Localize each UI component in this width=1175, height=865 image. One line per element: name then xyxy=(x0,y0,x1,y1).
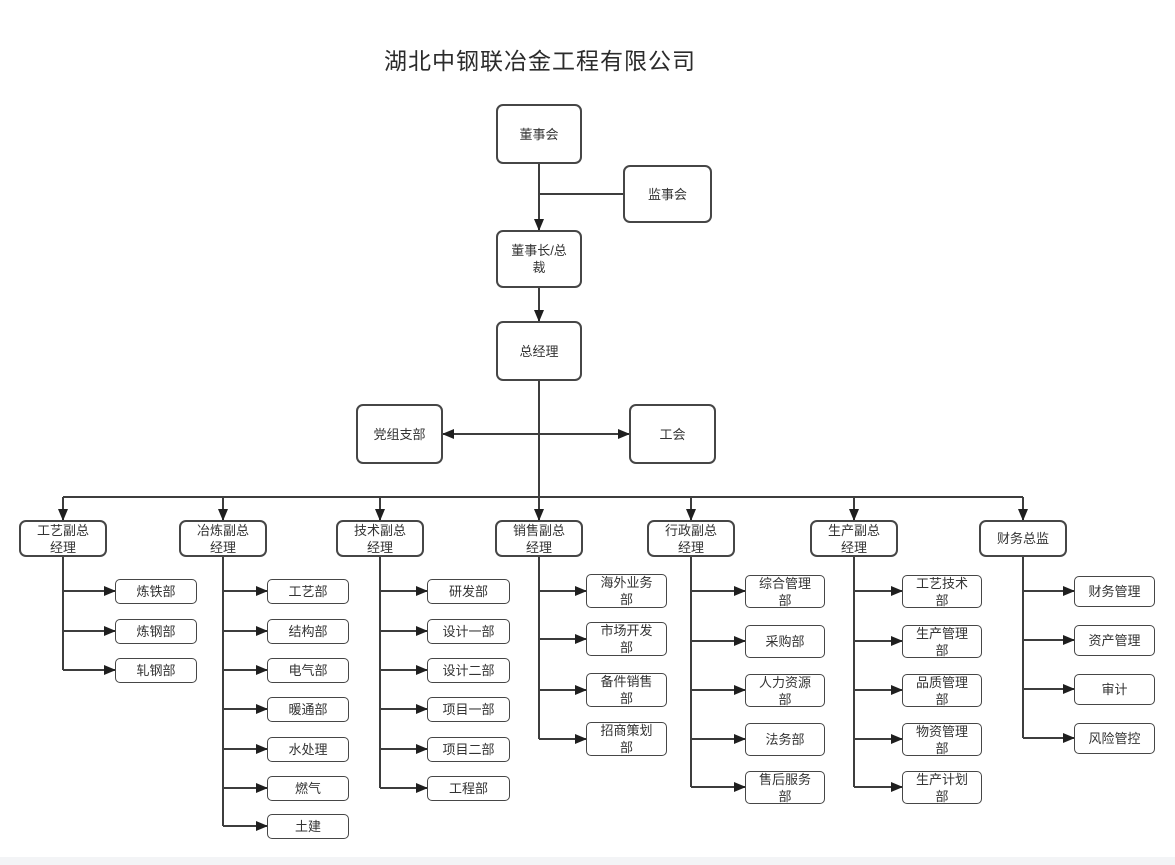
node-vp-admin: 行政副总 经理 xyxy=(647,520,735,557)
node-dept-engineering: 工程部 xyxy=(427,776,510,801)
node-dept-process: 工艺部 xyxy=(267,579,349,604)
node-dept-structure: 结构部 xyxy=(267,619,349,644)
node-dept-materials-mgmt: 物资管理 部 xyxy=(902,723,982,756)
horizontal-scrollbar-track[interactable] xyxy=(0,857,1175,865)
node-labor-union: 工会 xyxy=(629,404,716,464)
node-vp-production: 生产副总 经理 xyxy=(810,520,898,557)
node-dept-water-treatment: 水处理 xyxy=(267,737,349,762)
node-dept-investment-planning: 招商策划 部 xyxy=(586,722,667,756)
node-dept-hr: 人力资源 部 xyxy=(745,674,825,707)
node-dept-electrical: 电气部 xyxy=(267,658,349,683)
node-dept-purchasing: 采购部 xyxy=(745,625,825,658)
node-dept-ironmaking: 炼铁部 xyxy=(115,579,197,604)
node-vp-process: 工艺副总 经理 xyxy=(19,520,107,557)
node-vp-technology: 技术副总 经理 xyxy=(336,520,424,557)
node-dept-market-dev: 市场开发 部 xyxy=(586,622,667,656)
node-dept-civil: 土建 xyxy=(267,814,349,839)
node-supervisory-board: 监事会 xyxy=(623,165,712,223)
node-dept-project-2: 项目二部 xyxy=(427,737,510,762)
node-dept-gas: 燃气 xyxy=(267,776,349,801)
node-dept-audit: 审计 xyxy=(1074,674,1155,705)
node-dept-production-mgmt: 生产管理 部 xyxy=(902,625,982,658)
node-dept-legal: 法务部 xyxy=(745,723,825,756)
node-board: 董事会 xyxy=(496,104,582,164)
node-dept-risk-control: 风险管控 xyxy=(1074,723,1155,754)
node-dept-finance-mgmt: 财务管理 xyxy=(1074,576,1155,607)
node-dept-after-sales: 售后服务 部 xyxy=(745,771,825,804)
node-dept-overseas: 海外业务 部 xyxy=(586,574,667,608)
node-dept-project-1: 项目一部 xyxy=(427,697,510,722)
node-dept-production-plan: 生产计划 部 xyxy=(902,771,982,804)
node-dept-hvac: 暖通部 xyxy=(267,697,349,722)
node-cfo: 财务总监 xyxy=(979,520,1067,557)
node-vp-smelting: 冶炼副总 经理 xyxy=(179,520,267,557)
node-dept-spare-sales: 备件销售 部 xyxy=(586,673,667,707)
node-dept-process-tech: 工艺技术 部 xyxy=(902,575,982,608)
node-chairman-president: 董事长/总 裁 xyxy=(496,230,582,288)
node-dept-steelmaking: 炼钢部 xyxy=(115,619,197,644)
node-dept-rd: 研发部 xyxy=(427,579,510,604)
node-dept-quality-mgmt: 品质管理 部 xyxy=(902,674,982,707)
node-dept-general-mgmt: 综合管理 部 xyxy=(745,575,825,608)
node-dept-rolling: 轧钢部 xyxy=(115,658,197,683)
node-general-manager: 总经理 xyxy=(496,321,582,381)
node-dept-asset-mgmt: 资产管理 xyxy=(1074,625,1155,656)
page-title: 湖北中钢联冶金工程有限公司 xyxy=(384,48,696,74)
node-dept-design-1: 设计一部 xyxy=(427,619,510,644)
node-dept-design-2: 设计二部 xyxy=(427,658,510,683)
node-party-branch: 党组支部 xyxy=(356,404,443,464)
node-vp-sales: 销售副总 经理 xyxy=(495,520,583,557)
